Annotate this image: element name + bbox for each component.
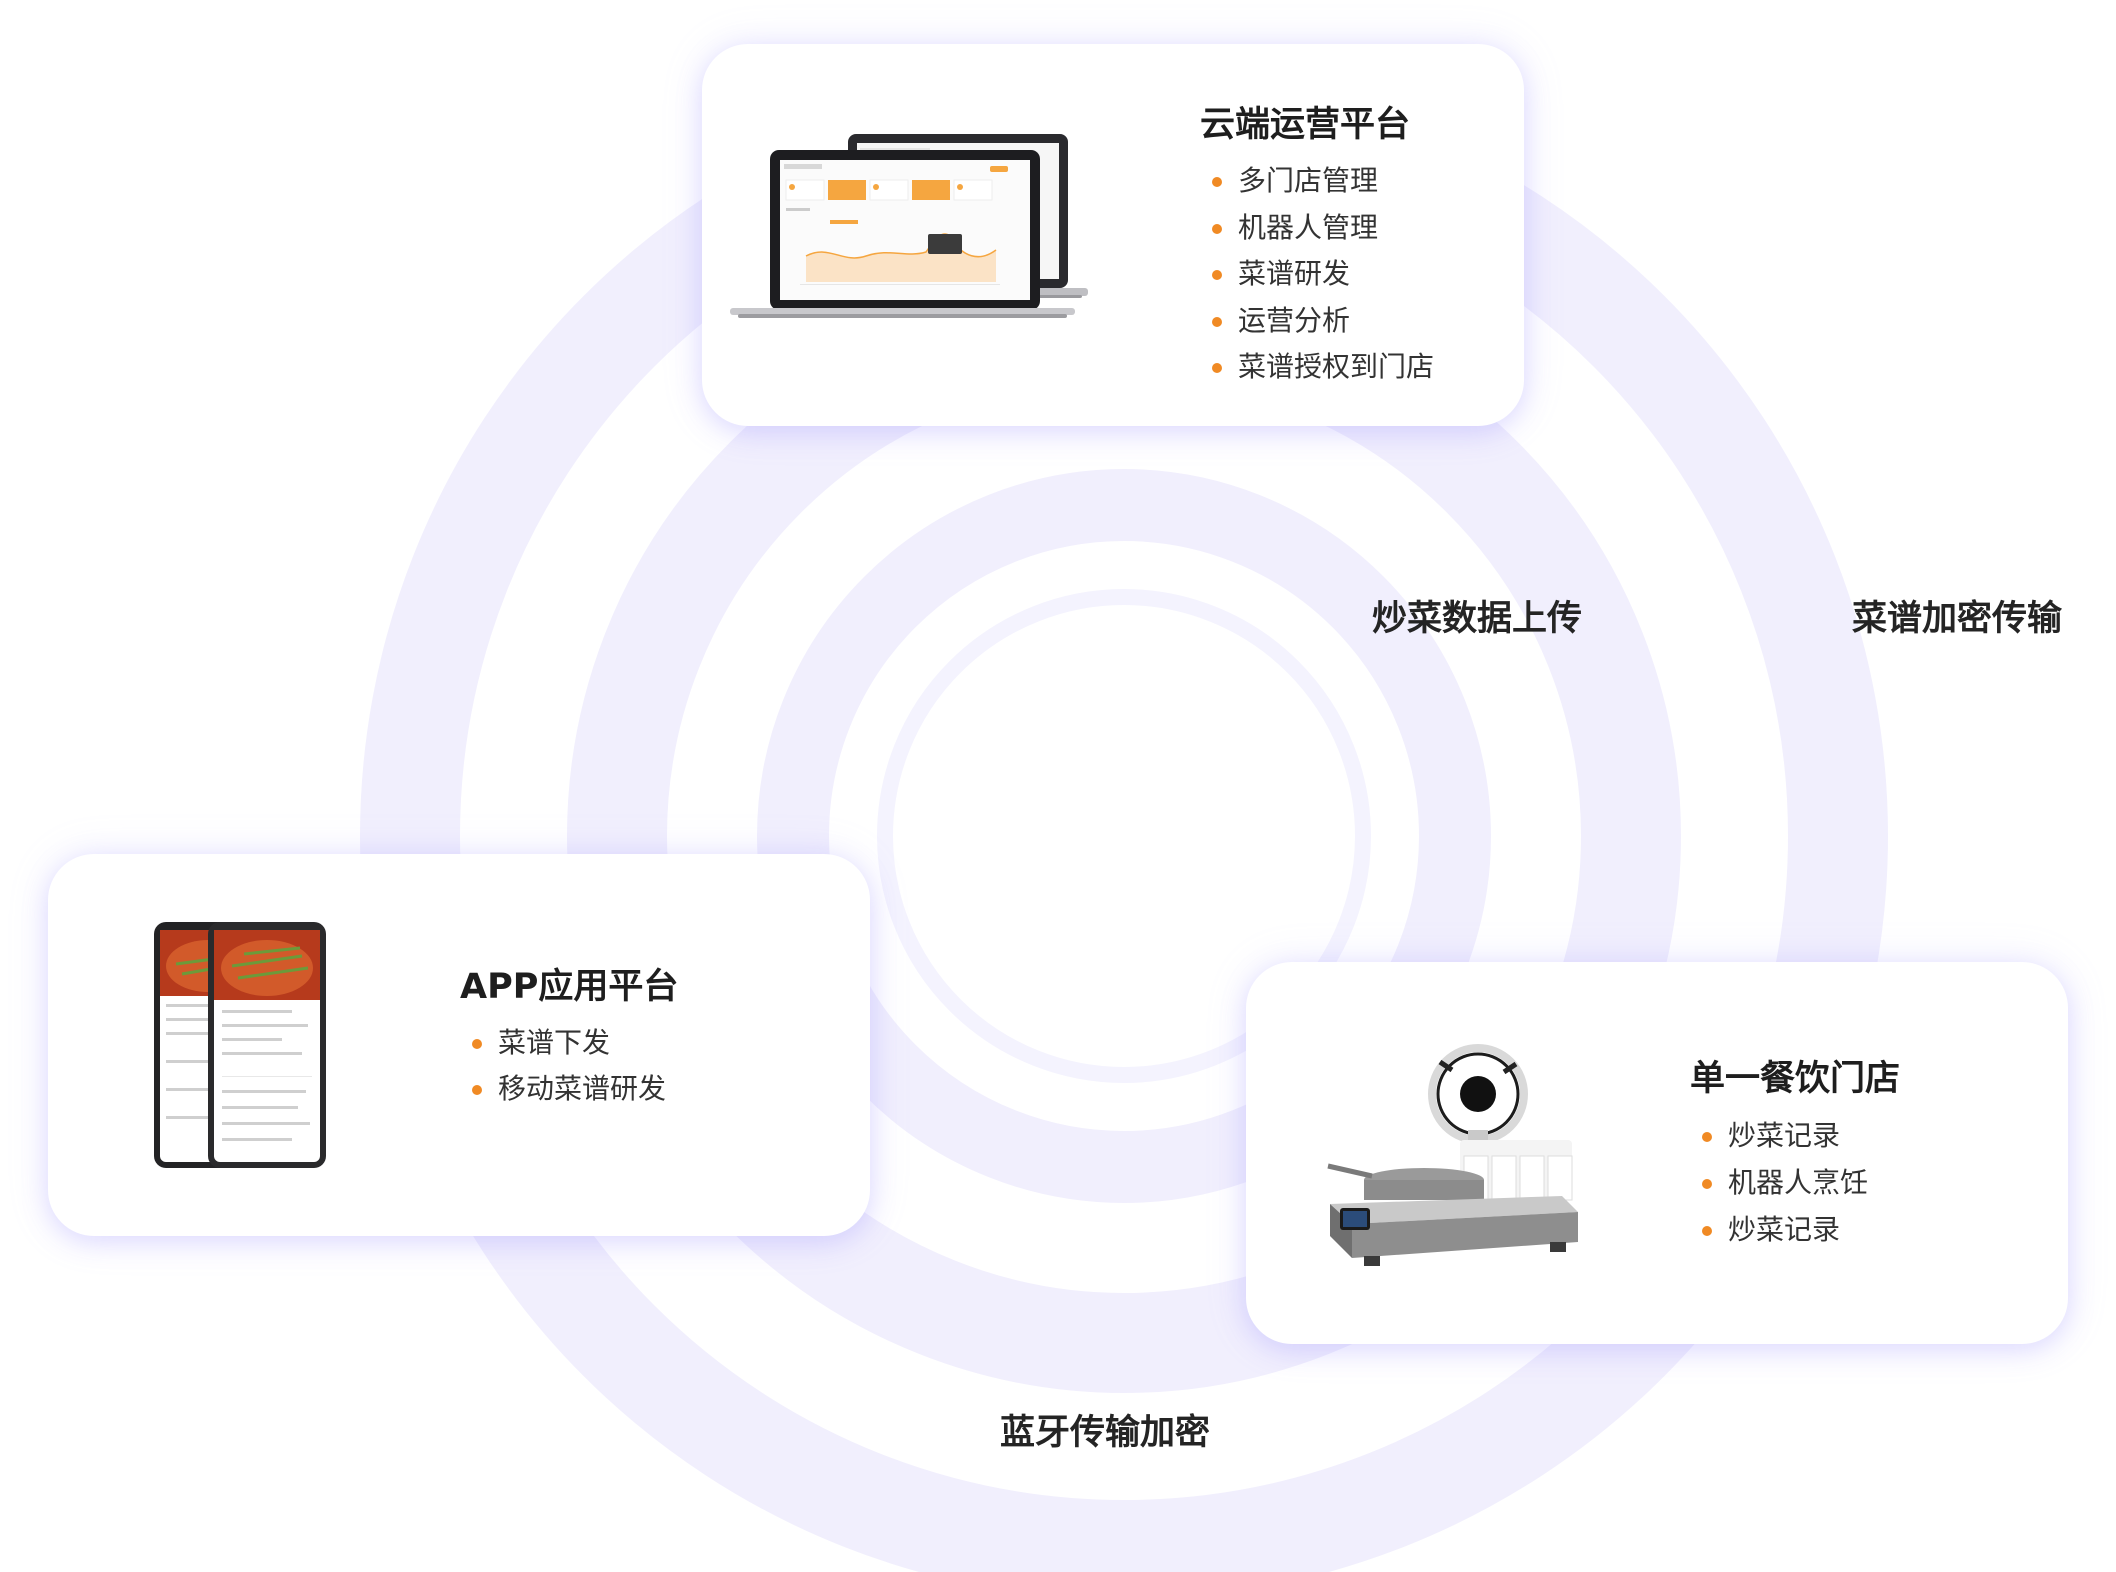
cloud-feature-item: 菜谱授权到门店 [1212,344,1434,391]
bullet-dot-icon [1212,223,1222,234]
store-feature-item: 机器人烹饪 [1702,1159,1868,1206]
cloud-feature-label: 运营分析 [1238,303,1351,337]
bullet-dot-icon [1702,1225,1712,1236]
store-title: 单一餐饮门店 [1690,1059,1901,1099]
cloud-feature-label: 多门店管理 [1238,164,1379,197]
cloud-feature-label: 菜谱授权到门店 [1238,350,1435,383]
cloud-feature-label: 机器人管理 [1238,210,1379,244]
bullet-dot-icon [1212,270,1222,281]
cloud-platform-title: 云端运营平台 [1200,105,1411,145]
bullet-dot-icon [1212,177,1222,188]
cloud-feature-item: 菜谱研发 [1212,251,1434,298]
store-feature-item: 炒菜记录 [1702,1112,1868,1159]
app-feature-label: 移动菜谱研发 [498,1072,667,1105]
bullet-dot-icon [1212,316,1222,327]
store-feature-label: 炒菜记录 [1728,1119,1841,1152]
store-feature-list: 炒菜记录 机器人烹饪 炒菜记录 [1702,1112,1868,1253]
app-feature-list: 菜谱下发 移动菜谱研发 [472,1020,666,1112]
store-feature-label: 机器人烹饪 [1728,1166,1869,1199]
app-feature-item: 移动菜谱研发 [472,1066,666,1112]
store-feature-label: 炒菜记录 [1728,1213,1841,1246]
bullet-dot-icon [472,1039,482,1049]
flow-label-recipe-encryption: 菜谱加密传输 [1852,599,2063,639]
cloud-feature-label: 菜谱研发 [1238,257,1351,290]
cloud-feature-list: 多门店管理 机器人管理 菜谱研发 运营分析 菜谱授权到门店 [1212,158,1434,391]
cloud-feature-item: 运营分析 [1212,298,1434,345]
bullet-dot-icon [472,1085,482,1095]
app-platform-title: APP应用平台 [460,967,679,1007]
cloud-feature-item: 机器人管理 [1212,205,1434,252]
core-ring [877,589,1371,1083]
flow-label-bluetooth-encryption: 蓝牙传输加密 [1000,1413,1211,1453]
inner-ring [757,469,1491,1203]
bullet-dot-icon [1702,1131,1712,1142]
flow-label-data-upload: 炒菜数据上传 [1372,599,1583,639]
phone-recipe-illustration [154,922,326,1168]
cloud-feature-item: 多门店管理 [1212,158,1434,205]
store-feature-item: 炒菜记录 [1702,1206,1868,1253]
laptop-dashboard-illustration [730,134,1088,318]
cloud-platform-card: 云端运营平台 多门店管理 机器人管理 菜谱研发 运营分析 菜谱授权到门店 [702,44,1524,426]
app-feature-label: 菜谱下发 [498,1026,611,1059]
cooking-robot-illustration [1327,1044,1578,1266]
app-feature-item: 菜谱下发 [472,1020,666,1066]
app-platform-card: APP应用平台 菜谱下发 移动菜谱研发 [48,854,870,1236]
bullet-dot-icon [1702,1178,1712,1189]
store-card: 单一餐饮门店 炒菜记录 机器人烹饪 炒菜记录 [1246,962,2068,1344]
bullet-dot-icon [1212,363,1222,374]
